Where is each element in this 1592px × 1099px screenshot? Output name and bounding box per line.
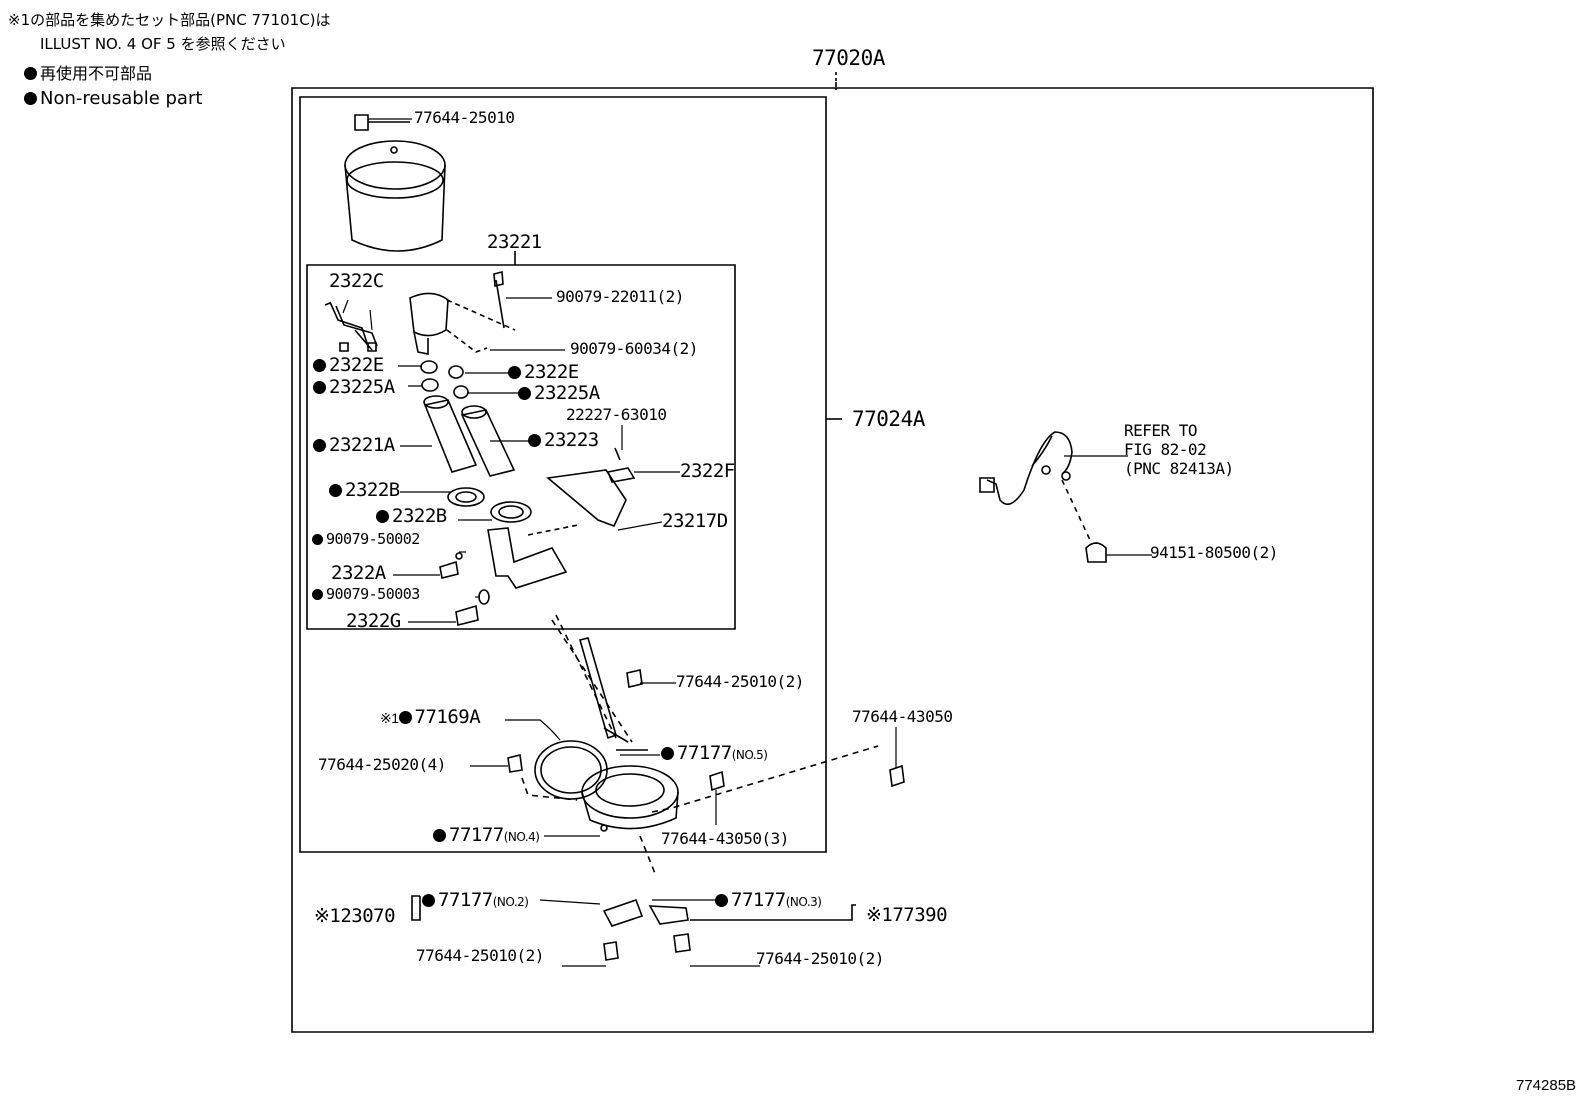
label-94151-80500: 94151-80500(2) — [1150, 543, 1278, 562]
label-2322B-2: 2322B — [376, 507, 447, 526]
refer-to-line1: REFER TO — [1124, 421, 1198, 440]
label-77390: ※177390 — [866, 904, 948, 926]
refer-to-line3: (PNC 82413A) — [1124, 459, 1234, 478]
label-23221A: 23221A — [313, 436, 395, 455]
label-77024A: 77024A — [852, 407, 925, 431]
label-90079-50002: 90079-50002 — [312, 532, 420, 547]
label-77644-43050-3: 77644-43050(3) — [661, 829, 789, 848]
set-part-note: ※1の部品を集めたセット部品(PNC 77101C)は — [8, 11, 331, 29]
assembly-23221-frame — [307, 265, 735, 629]
label-23225A-right: 23225A — [518, 384, 600, 403]
label-2322E-right: 2322E — [508, 363, 579, 382]
pump-base-drawing — [508, 615, 904, 876]
label-2322A: 2322A — [331, 562, 386, 584]
bullet-icon — [24, 92, 37, 105]
label-90079-50003: 90079-50003 — [312, 587, 420, 602]
figure-id: 774285B — [1516, 1077, 1577, 1094]
assembly-77020A-frame — [292, 88, 1373, 1032]
label-2322G: 2322G — [346, 610, 401, 632]
label-77177-no4: 77177(NO.4) — [433, 826, 540, 845]
legend-jp: 再使用不可部品 — [24, 66, 152, 82]
assembly-77024A-frame — [300, 97, 826, 852]
wire-harness-drawing — [980, 432, 1106, 562]
refer-to-line2: FIG 82-02 — [1124, 440, 1207, 459]
label-23070: ※123070 — [314, 905, 396, 927]
label-2322C: 2322C — [329, 270, 384, 292]
legend-en: Non-reusable part — [24, 90, 202, 108]
label-23225A-left: 23225A — [313, 378, 395, 397]
label-77177-no3: 77177(NO.3) — [715, 891, 822, 910]
bullet-icon — [24, 67, 37, 80]
label-2322F: 2322F — [680, 460, 735, 482]
pump-internals-drawing — [325, 272, 634, 625]
label-77644-43050: 77644-43050 — [852, 707, 953, 726]
label-2322E-left: 2322E — [313, 356, 384, 375]
label-77644-25020: 77644-25020(4) — [318, 755, 446, 774]
label-77644-25010-2a: 77644-25010(2) — [676, 672, 804, 691]
label-23217D: 23217D — [662, 510, 728, 532]
bracket-assemblies-drawing — [412, 896, 856, 960]
label-23221: 23221 — [487, 231, 542, 253]
label-77020A: 77020A — [812, 46, 885, 70]
illust-reference-note: ILLUST NO. 4 OF 5 を参照ください — [40, 35, 286, 53]
label-2322B-1: 2322B — [329, 481, 400, 500]
label-22227-63010: 22227-63010 — [566, 405, 667, 424]
label-90079-22011: 90079-22011(2) — [556, 287, 684, 306]
label-77177-no2: 77177(NO.2) — [422, 891, 529, 910]
label-77177-no5: 77177(NO.5) — [661, 744, 768, 763]
filter-cover-drawing — [345, 115, 445, 251]
label-77644-25010-2b: 77644-25010(2) — [416, 946, 544, 965]
leader-lines — [343, 119, 1152, 966]
label-90079-60034: 90079-60034(2) — [570, 339, 698, 358]
label-77644-25010-top: 77644-25010 — [414, 108, 515, 127]
label-77644-25010-2c: 77644-25010(2) — [756, 949, 884, 968]
label-23223: 23223 — [528, 431, 599, 450]
